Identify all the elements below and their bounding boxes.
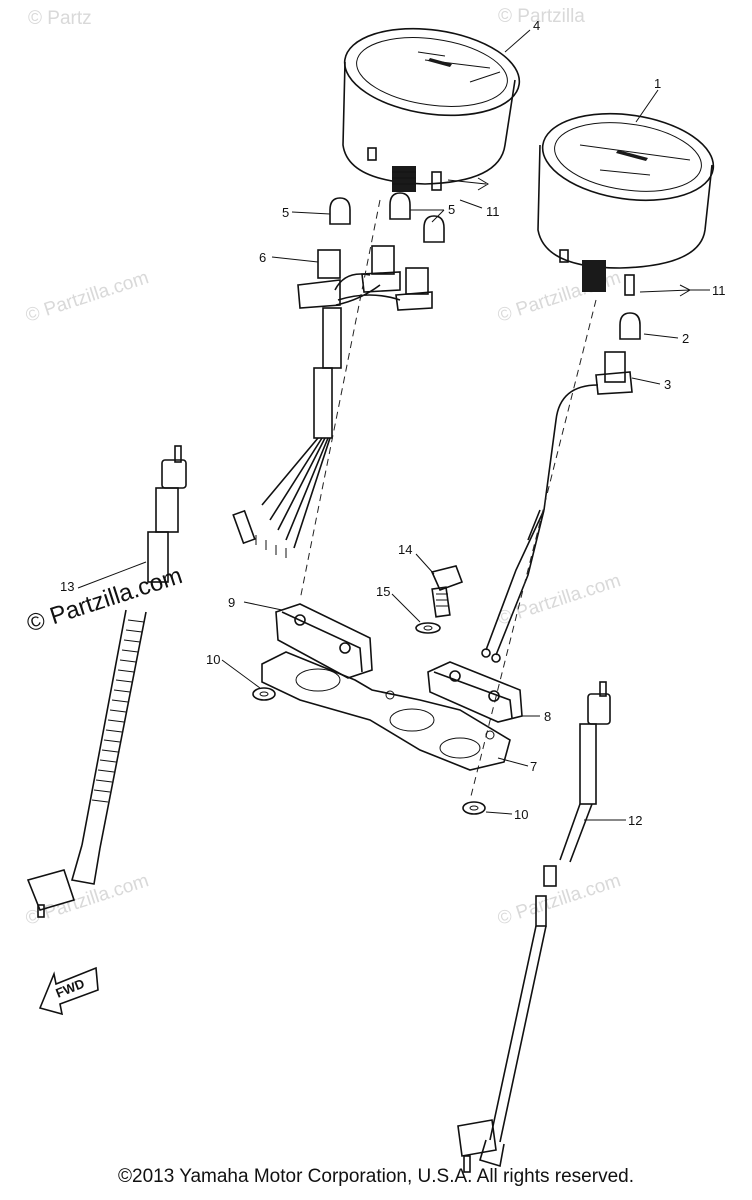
bulb-socket-right bbox=[481, 312, 641, 663]
callout-4: 4 bbox=[533, 18, 540, 33]
callout-12: 12 bbox=[628, 813, 642, 828]
callout-14: 14 bbox=[398, 542, 412, 557]
callout-6: 6 bbox=[259, 250, 266, 265]
callout-10: 10 bbox=[206, 652, 220, 667]
callout-11: 11 bbox=[712, 283, 726, 298]
gasket-plate bbox=[261, 651, 511, 771]
callout-5: 5 bbox=[282, 205, 289, 220]
copyright-notice: ©2013 Yamaha Motor Corporation, U.S.A. A… bbox=[118, 1166, 634, 1187]
callout-1: 1 bbox=[654, 76, 661, 91]
callout-3: 3 bbox=[664, 377, 671, 392]
watermark: © Partzilla.com bbox=[495, 870, 623, 930]
alignment-line bbox=[469, 299, 597, 801]
callout-5: 5 bbox=[448, 202, 455, 217]
cable-right bbox=[457, 681, 611, 1173]
washers bbox=[252, 687, 486, 815]
watermark: © Partzilla.com bbox=[23, 267, 151, 327]
watermark: © Partzilla bbox=[498, 6, 585, 27]
callout-8: 8 bbox=[544, 709, 551, 724]
alignment-line bbox=[299, 199, 381, 601]
watermark-prominent: © Partzilla.com bbox=[24, 562, 186, 638]
fwd-direction-arrow: FWD bbox=[38, 966, 99, 1016]
watermark: © Partz bbox=[28, 8, 92, 29]
fwd-label: FWD bbox=[54, 976, 87, 1001]
callout-10: 10 bbox=[514, 807, 528, 822]
watermark: © Partzilla.com bbox=[495, 570, 623, 630]
callout-9: 9 bbox=[228, 595, 235, 610]
bulb-socket-cluster-left bbox=[232, 192, 445, 558]
cable-left bbox=[26, 445, 187, 918]
callout-15: 15 bbox=[376, 584, 390, 599]
callout-11: 11 bbox=[486, 204, 500, 219]
callout-7: 7 bbox=[530, 759, 537, 774]
callout-2: 2 bbox=[682, 331, 689, 346]
callout-13: 13 bbox=[60, 579, 74, 594]
meter-brackets bbox=[275, 603, 523, 723]
meter-assembly-left bbox=[342, 27, 521, 192]
meter-assembly-right bbox=[537, 112, 715, 297]
bolt-and-washer bbox=[415, 565, 464, 634]
watermark: © Partzilla.com bbox=[23, 870, 151, 930]
